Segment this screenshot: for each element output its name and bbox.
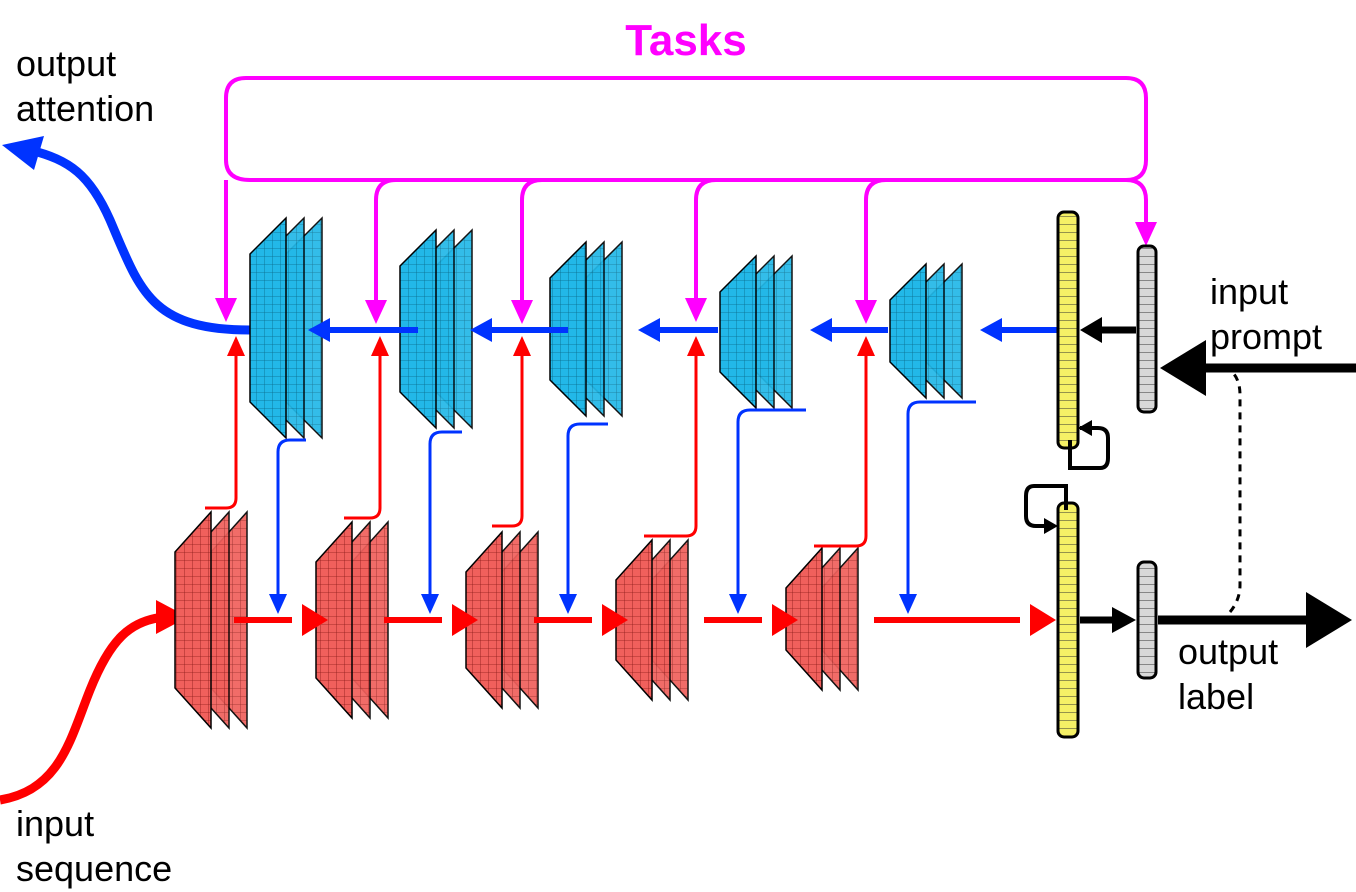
memory-top-self-loop-arrowhead (1078, 420, 1092, 436)
task-drop-line (694, 178, 717, 298)
sequence-layer-icon (615, 538, 689, 702)
task-drop-arrowhead (365, 300, 387, 324)
tasks-connector (215, 76, 1157, 324)
attention-stream-arrowhead (638, 318, 660, 342)
output-attention-label: output attention (16, 43, 154, 129)
memory-to-label-arrowhead (1112, 607, 1136, 633)
task-drop-line (520, 178, 543, 300)
attention-to-sequence-link (736, 408, 806, 598)
input-sequence-arrow (0, 612, 166, 805)
sequence-layer-icon (465, 530, 539, 710)
attention-to-sequence-link (428, 430, 462, 598)
output-label-label: output label (1178, 631, 1288, 717)
input-sequence-arrowhead (156, 600, 188, 634)
task-drop-arrowhead (511, 300, 533, 324)
sequence-to-attention-link (644, 352, 698, 538)
attention-layer-icon (249, 216, 323, 440)
attention-to-sequence-arrowhead (899, 594, 917, 614)
layer-stacks (174, 216, 963, 730)
sequence-stream-arrowhead (772, 604, 798, 636)
sequence-to-attention-arrowhead (227, 336, 245, 356)
sequence-to-attention-arrowhead (371, 336, 389, 356)
tasks-bracket (224, 76, 1148, 182)
sequence-to-attention-link (205, 352, 238, 510)
output-label-token-vector (1136, 560, 1158, 680)
memory-bottom-self-loop (1024, 484, 1068, 528)
task-drop-arrowhead (1135, 222, 1157, 246)
memory-top-self-loop (1068, 426, 1110, 470)
task-drop-line (864, 178, 887, 300)
attention-to-sequence-arrowhead (559, 594, 577, 614)
memory-bottom-self-loop-arrowhead (1044, 518, 1058, 534)
task-drop-arrowhead (215, 298, 237, 322)
sequence-stream-arrowhead (302, 604, 328, 636)
sequence-to-attention-arrowhead (513, 336, 531, 356)
task-drop-arrowhead (855, 300, 877, 324)
sequence-to-attention-link (344, 352, 382, 520)
attention-to-sequence-arrowhead (269, 594, 287, 614)
label-to-prompt-dashed-link (1228, 368, 1242, 613)
attention-layer-icon (889, 262, 963, 400)
sequence-layer-icon (785, 546, 859, 692)
output-attention-arrowhead (2, 136, 44, 170)
sequence-stream-arrowhead (1030, 604, 1056, 636)
task-drop-line (1125, 178, 1148, 222)
task-drop-line (374, 178, 397, 300)
output-attention-arrow (28, 145, 251, 335)
attention-stream-arrowhead (470, 318, 492, 342)
input-prompt-label: input prompt (1210, 271, 1322, 357)
attention-to-sequence-arrowhead (729, 594, 747, 614)
attention-memory-vector (1056, 210, 1080, 450)
attention-to-sequence-link (906, 400, 976, 598)
tasks-title: Tasks (625, 16, 747, 65)
output-label-arrowhead (1306, 592, 1352, 648)
attention-stream-arrowhead (810, 318, 832, 342)
attention-stream-arrowhead (980, 318, 1002, 342)
sequence-to-attention-arrowhead (857, 336, 875, 356)
attention-stream-arrowhead (308, 318, 330, 342)
sequence-layer-icon (315, 520, 389, 720)
sequence-to-attention-link (492, 352, 524, 528)
attention-to-sequence-link (276, 438, 306, 598)
task-drop-arrowhead (685, 298, 707, 322)
attention-to-sequence-link (566, 422, 608, 598)
attention-layer-icon (719, 254, 793, 410)
sequence-stream-arrowhead (452, 604, 478, 636)
sequence-layer-icon (174, 510, 248, 730)
input-prompt-arrowhead (1160, 340, 1206, 396)
sequence-to-attention-arrowhead (687, 336, 705, 356)
input-prompt-token-vector (1136, 244, 1158, 414)
prompt-to-memory-arrowhead (1080, 317, 1102, 343)
sequence-stream-arrowhead (602, 604, 628, 636)
sequence-to-attention-link (814, 352, 868, 548)
input-sequence-label: input sequence (16, 803, 172, 889)
cross-stream-connectors (205, 318, 1058, 636)
attention-to-sequence-arrowhead (421, 594, 439, 614)
sequence-memory-vector (1056, 501, 1080, 739)
attention-layer-icon (399, 228, 473, 430)
